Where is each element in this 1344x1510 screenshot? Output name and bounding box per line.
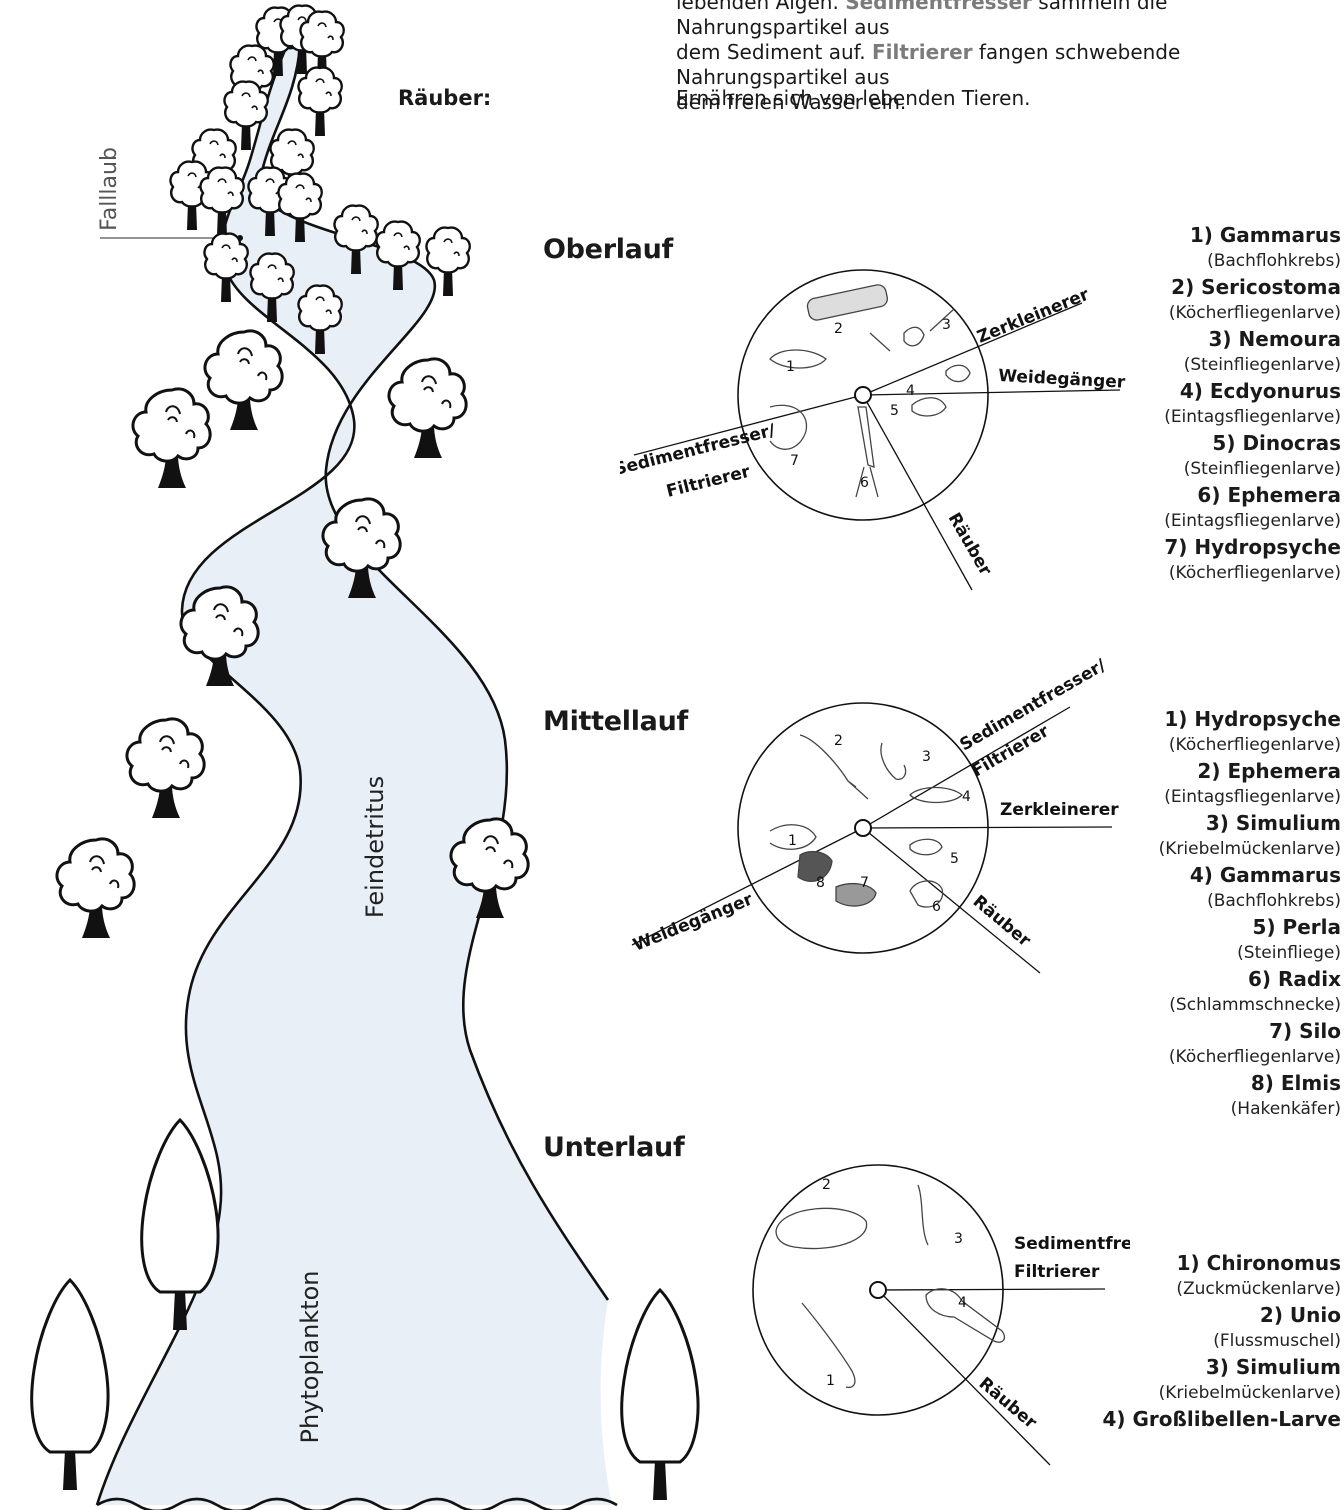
ober-num-4: 4 [906, 383, 915, 399]
legend-item: 7) Hydropsyche(Köcherfliegenlarve) [1164, 535, 1341, 583]
legend-item: 1) Chironomus(Zuckmückenlarve) [1176, 1251, 1341, 1299]
legend-item: 6) Ephemera(Eintagsfliegenlarve) [1164, 483, 1341, 531]
legend-item: 1) Gammarus(Bachflohkrebs) [1189, 223, 1341, 271]
mittel-num-5: 5 [950, 851, 959, 867]
ober-num-3: 3 [942, 317, 951, 333]
legend-item: 3) Simulium(Kriebelmückenlarve) [1158, 811, 1341, 859]
unter-sector-sedimentfresser: Sedimentfresser/ [1014, 1234, 1130, 1254]
legend-item: 4) Ecdyonurus(Eintagsfliegenlarve) [1164, 379, 1341, 427]
river-water [97, 45, 612, 1505]
ober-sector-raeuber: Räuber [944, 510, 996, 580]
predator-term: Räuber: [398, 86, 492, 110]
intro-text: lebenden Algen. Sedimentfresser sammeln … [676, 0, 1181, 114]
mittel-num-1: 1 [788, 833, 797, 849]
unter-num-1: 1 [826, 1373, 835, 1389]
unter-sector-raeuber: Räuber [975, 1374, 1041, 1434]
ober-sector-filtrierer: Filtrierer [664, 462, 752, 502]
mittel-sector-zerkleinerer: Zerkleinerer [1000, 800, 1119, 820]
legend-item: 5) Perla(Steinfliege) [1237, 915, 1341, 963]
mittellauf-legend: 1) Hydropsyche(Köcherfliegenlarve) 2) Ep… [1159, 706, 1341, 1122]
mittel-num-6: 6 [932, 899, 941, 915]
ober-sector-zerkleinerer: Zerkleinerer [974, 284, 1092, 347]
river-illustration [30, 4, 700, 1510]
unterlauf-diagram: 1 2 3 4 Sedimentfresser/ Filtrierer Räub… [752, 1164, 1130, 1466]
mittel-num-4: 4 [962, 789, 971, 805]
legend-item: 4) Großlibellen-Larve [1102, 1407, 1341, 1431]
ober-num-7: 7 [790, 453, 799, 469]
label-falllaub: Falllaub [97, 147, 122, 231]
ober-num-5: 5 [890, 403, 899, 419]
legend-item: 3) Simulium(Kriebelmückenlarve) [1158, 1355, 1341, 1403]
legend-item: 5) Dinocras(Steinfliegenlarve) [1183, 431, 1341, 479]
heading-mittellauf: Mittellauf [543, 706, 688, 737]
river-wave-edge [96, 1497, 618, 1510]
ober-num-6: 6 [860, 475, 869, 491]
mittellauf-diagram: 1 2 3 4 5 6 7 8 Sedimentfresser/ Filtrie… [630, 655, 1119, 974]
label-phytoplankton: Phytoplankton [296, 1270, 324, 1444]
mittel-num-2: 2 [834, 733, 843, 749]
heading-oberlauf: Oberlauf [543, 234, 673, 265]
legend-item: 2) Unio(Flussmuschel) [1213, 1303, 1341, 1351]
unter-num-4: 4 [958, 1295, 967, 1311]
legend-item: 7) Silo(Köcherfliegenlarve) [1168, 1019, 1341, 1067]
ober-num-1: 1 [786, 359, 795, 375]
unterlauf-legend: 1) Chironomus(Zuckmückenlarve) 2) Unio(F… [1102, 1250, 1341, 1432]
ober-num-2: 2 [834, 321, 843, 337]
mittel-num-3: 3 [922, 749, 931, 765]
legend-item: 8) Elmis(Hakenkäfer) [1230, 1071, 1341, 1119]
mittel-num-7: 7 [860, 875, 869, 891]
mittel-num-8: 8 [816, 875, 825, 891]
legend-item: 4) Gammarus(Bachflohkrebs) [1189, 863, 1341, 911]
legend-item: 1) Hydropsyche(Köcherfliegenlarve) [1164, 707, 1341, 755]
legend-item: 6) Radix(Schlammschnecke) [1169, 967, 1341, 1015]
label-feindetritus: Feindetritus [361, 775, 389, 919]
heading-unterlauf: Unterlauf [543, 1132, 685, 1163]
oberlauf-legend: 1) Gammarus(Bachflohkrebs) 2) Sericostom… [1164, 222, 1341, 586]
unter-sector-filtrierer: Filtrierer [1014, 1262, 1100, 1282]
ober-sector-weidegaenger: Weidegänger [998, 366, 1127, 393]
unter-num-2: 2 [822, 1177, 831, 1193]
legend-item: 2) Sericostoma(Köcherfliegenlarve) [1168, 275, 1341, 323]
legend-item: 2) Ephemera(Eintagsfliegenlarve) [1164, 759, 1341, 807]
mittel-sector-weidegaenger: Weidegänger [630, 889, 756, 955]
legend-item: 3) Nemoura(Steinfliegenlarve) [1183, 327, 1341, 375]
oberlauf-diagram: 1 2 3 4 5 6 7 Zerkleinerer Weidegänger S… [620, 269, 1127, 591]
predator-definition: Ernähren sich von lebenden Tieren. [676, 86, 1031, 110]
unter-num-3: 3 [954, 1231, 963, 1247]
